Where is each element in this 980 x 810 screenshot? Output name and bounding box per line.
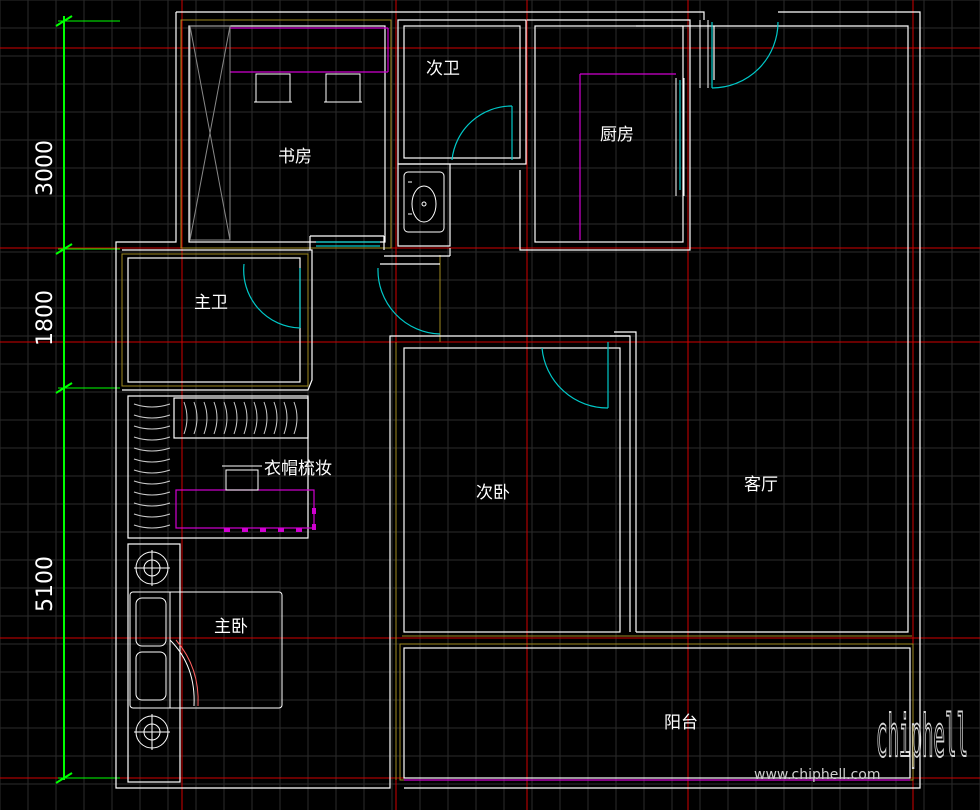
hanger bbox=[223, 401, 228, 435]
hanger bbox=[283, 401, 288, 435]
walls bbox=[115, 11, 921, 789]
wardrobe-hangers-left bbox=[133, 403, 171, 529]
hanger bbox=[133, 513, 171, 518]
hanger bbox=[243, 401, 248, 435]
study-desk bbox=[230, 27, 389, 73]
dimension-label-3000: 3000 bbox=[33, 140, 58, 196]
hanger bbox=[193, 401, 198, 435]
hanger bbox=[133, 502, 171, 507]
inner-finish-lines bbox=[121, 19, 914, 781]
furniture bbox=[129, 25, 676, 750]
watermark-site: www.chiphell.com bbox=[754, 767, 880, 783]
wardrobe-hangers-top bbox=[183, 401, 298, 435]
dimension-line bbox=[55, 15, 120, 784]
study-shelf bbox=[189, 25, 231, 241]
watermark-logo: chiphell bbox=[876, 702, 968, 770]
room-label-second-bath: 次卫 bbox=[426, 59, 460, 79]
kitchen-counter bbox=[579, 73, 676, 240]
dressing-table-marks bbox=[224, 508, 316, 532]
room-label-balcony: 阳台 bbox=[664, 713, 698, 733]
hanger bbox=[133, 491, 171, 496]
hanger bbox=[133, 480, 171, 485]
hanger bbox=[133, 458, 171, 463]
master-bed bbox=[129, 591, 283, 709]
hanger bbox=[133, 447, 171, 452]
room-label-master-bath: 主卫 bbox=[194, 293, 228, 313]
hanger bbox=[233, 401, 238, 435]
hanger bbox=[253, 401, 258, 435]
hanger bbox=[133, 403, 171, 408]
room-labels: 书房 次卫 厨房 主卫 衣帽梳妆 次卧 客厅 主卧 阳台 bbox=[194, 59, 778, 733]
dimension-label-1800: 1800 bbox=[33, 290, 58, 346]
hanger bbox=[133, 436, 171, 441]
windows bbox=[675, 20, 709, 196]
room-label-kitchen: 厨房 bbox=[600, 125, 634, 145]
dressing-stool bbox=[222, 465, 262, 491]
hanger bbox=[273, 401, 278, 435]
dressing-table bbox=[175, 489, 315, 529]
doors bbox=[243, 21, 779, 409]
room-label-wardrobe: 衣帽梳妆 bbox=[264, 459, 332, 479]
hanger bbox=[133, 524, 171, 529]
hanger bbox=[133, 425, 171, 430]
dimension-label-5100: 5100 bbox=[33, 556, 58, 612]
hanger bbox=[133, 414, 171, 419]
hanger bbox=[183, 401, 188, 435]
room-label-study: 书房 bbox=[278, 147, 312, 167]
hanger bbox=[213, 401, 218, 435]
room-label-master-bedroom: 主卧 bbox=[214, 617, 248, 637]
hanger bbox=[263, 401, 268, 435]
study-chairs bbox=[254, 73, 362, 103]
lamp-bottom bbox=[134, 714, 170, 750]
hanger bbox=[133, 469, 171, 474]
watermark: chiphell www.chiphell.com bbox=[754, 701, 969, 783]
room-label-living-room: 客厅 bbox=[744, 475, 778, 495]
hanger bbox=[203, 401, 208, 435]
lamp-top bbox=[134, 550, 170, 586]
room-label-second-bedroom: 次卧 bbox=[476, 483, 510, 503]
wash-basin bbox=[403, 171, 445, 233]
hanger bbox=[293, 401, 298, 435]
